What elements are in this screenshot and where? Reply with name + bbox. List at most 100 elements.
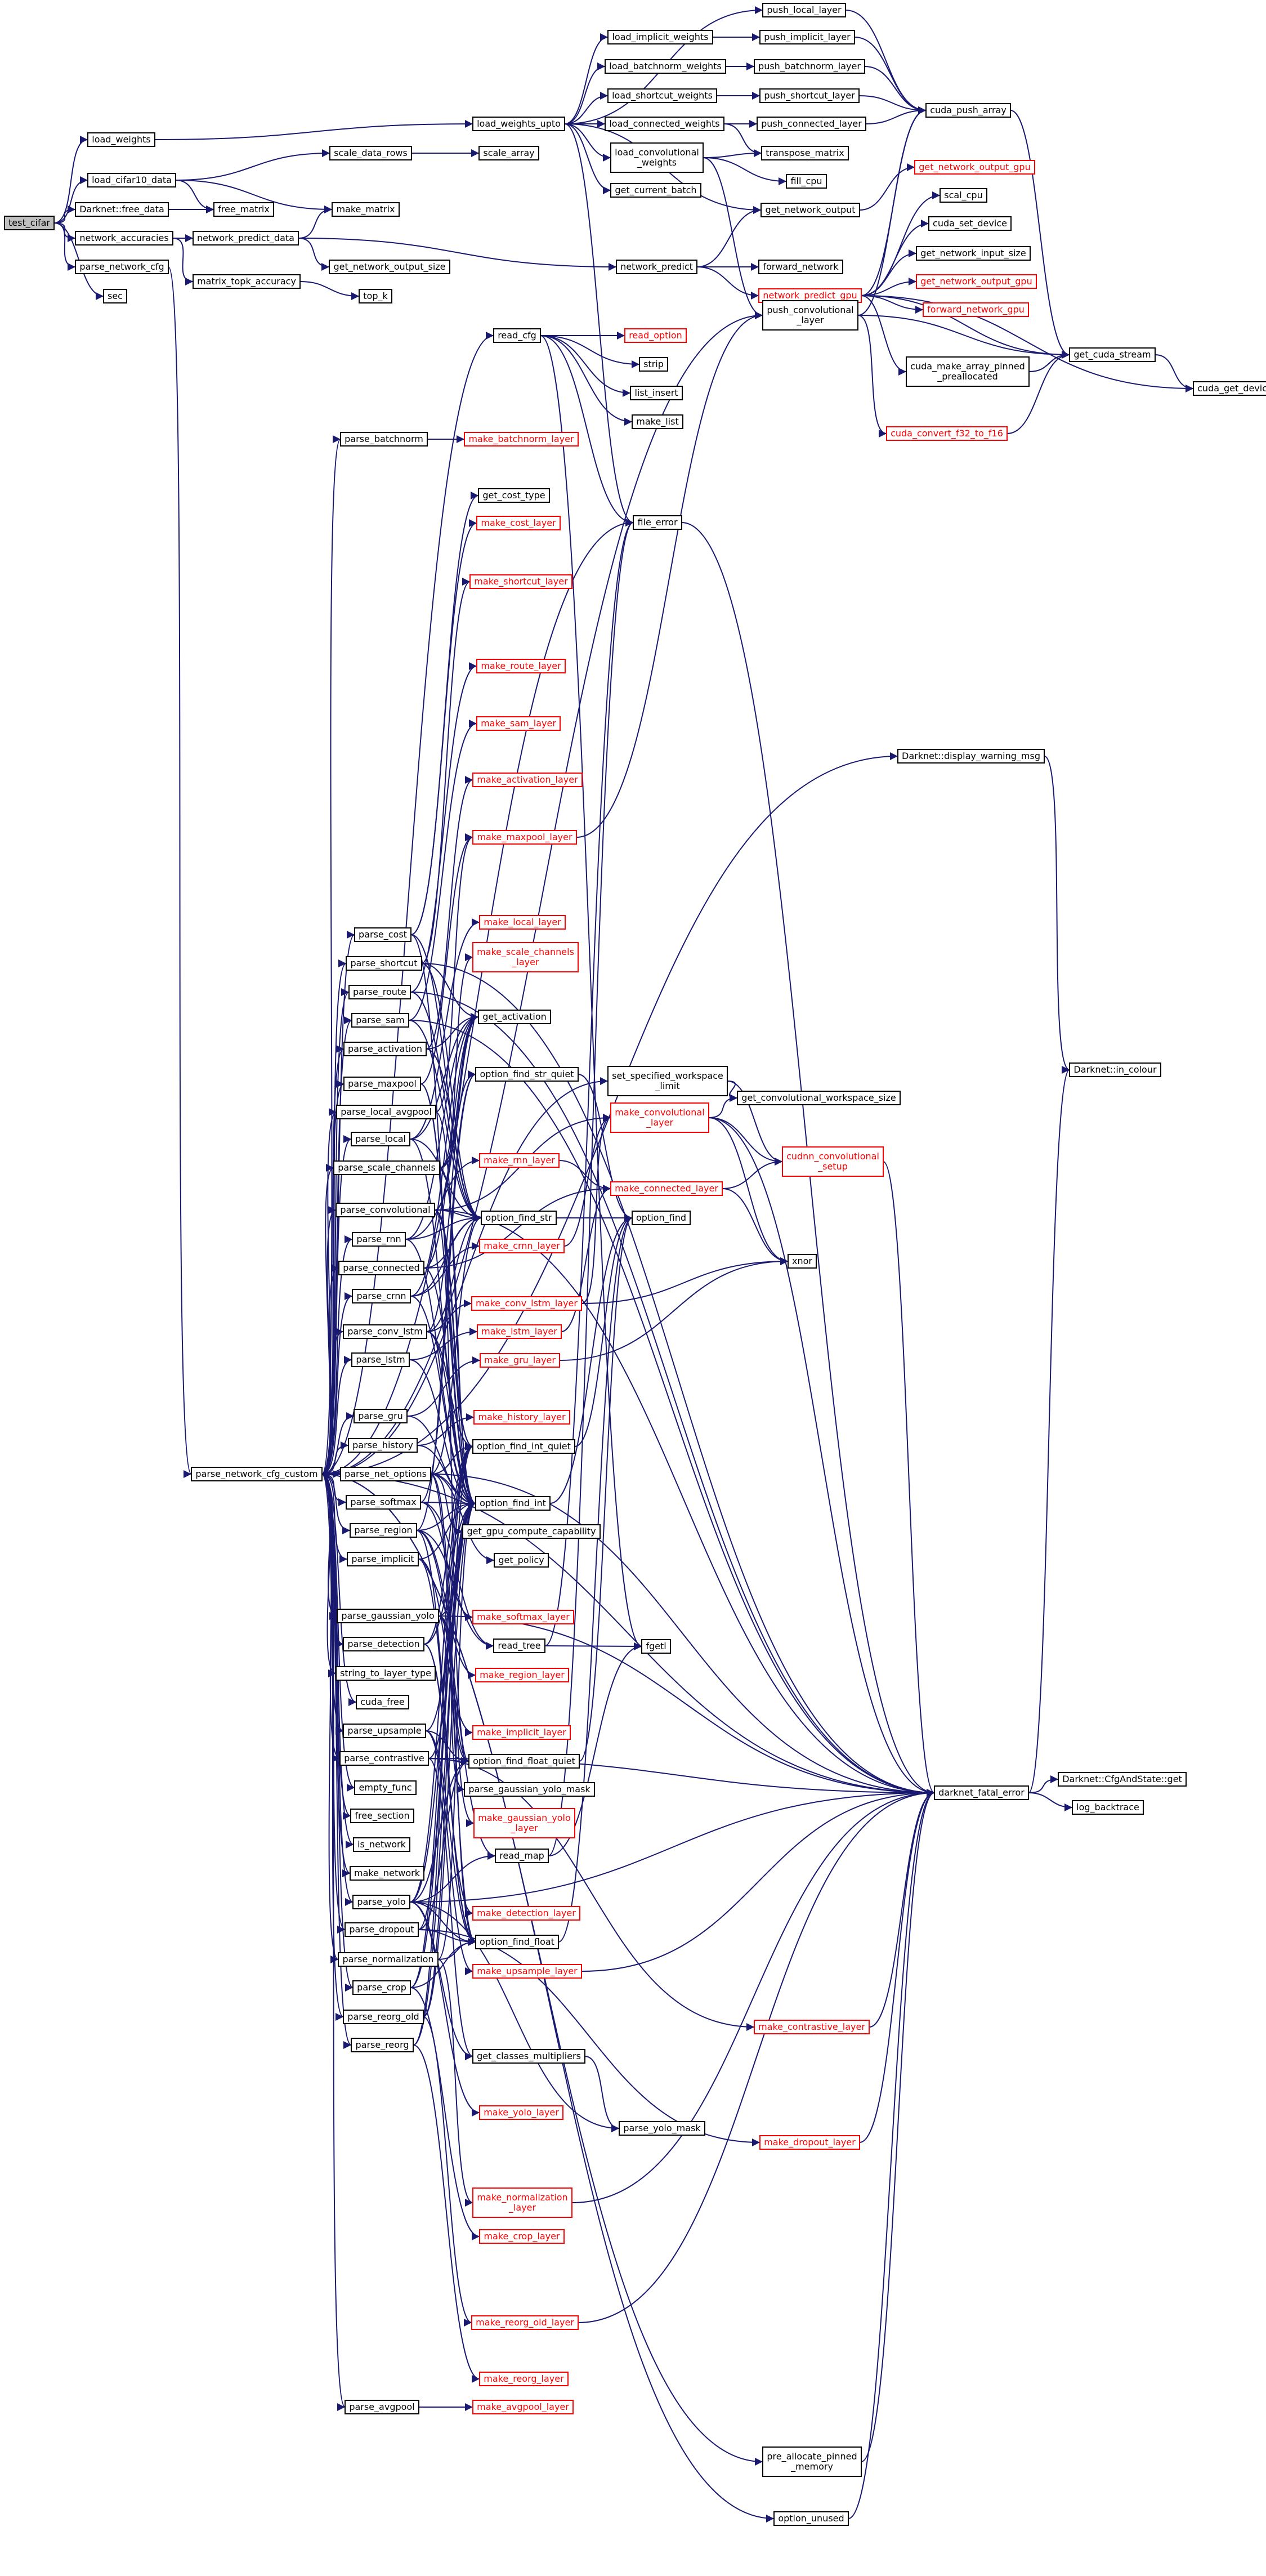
node-scale-data-rows[interactable]: scale_data_rows xyxy=(329,146,412,160)
node-make-detection-layer[interactable]: make_detection_layer xyxy=(472,1906,580,1921)
node-push-batchnorm-layer[interactable]: push_batchnorm_layer xyxy=(754,59,865,74)
node-darknet-free-data[interactable]: Darknet::free_data xyxy=(75,202,169,217)
node-parse-softmax[interactable]: parse_softmax xyxy=(346,1495,421,1510)
node-get-network-output-size[interactable]: get_network_output_size xyxy=(329,260,450,274)
node-darknet-cfgandstate-get[interactable]: Darknet::CfgAndState::get xyxy=(1058,1772,1187,1787)
node-load-weights[interactable]: load_weights xyxy=(87,132,155,147)
node-push-implicit-layer[interactable]: push_implicit_layer xyxy=(759,30,855,44)
node-cuda-free[interactable]: cuda_free xyxy=(356,1695,409,1709)
node-get-network-input-size[interactable]: get_network_input_size xyxy=(916,246,1031,261)
node-cuda-push-array[interactable]: cuda_push_array xyxy=(925,103,1011,118)
node-get-classes-multipliers[interactable]: get_classes_multipliers xyxy=(472,2049,585,2064)
node-option-find[interactable]: option_find xyxy=(632,1211,691,1225)
node-push-connected-layer[interactable]: push_connected_layer xyxy=(757,117,866,131)
node-parse-conv-lstm[interactable]: parse_conv_lstm xyxy=(343,1324,427,1339)
node-make-yolo-layer[interactable]: make_yolo_layer xyxy=(479,2105,563,2120)
node-parse-reorg-old[interactable]: parse_reorg_old xyxy=(343,2010,424,2024)
node-transpose-matrix[interactable]: transpose_matrix xyxy=(761,146,849,160)
node-parse-gaussian-yolo[interactable]: parse_gaussian_yolo xyxy=(337,1609,439,1623)
node-free-section[interactable]: free_section xyxy=(350,1809,414,1823)
node-cudnn-convolutional-setup[interactable]: cudnn_convolutional_setup xyxy=(782,1146,884,1177)
node-make-upsample-layer[interactable]: make_upsample_layer xyxy=(472,1964,582,1979)
node-fgetl[interactable]: fgetl xyxy=(641,1639,671,1654)
node-load-convolutional-weights[interactable]: load_convolutional_weights xyxy=(610,142,704,173)
node-load-batchnorm-weights[interactable]: load_batchnorm_weights xyxy=(605,59,726,74)
node-parse-cost[interactable]: parse_cost xyxy=(354,927,411,942)
node-parse-normalization[interactable]: parse_normalization xyxy=(338,1952,439,1967)
node-sec[interactable]: sec xyxy=(103,289,127,303)
node-cuda-get-device[interactable]: cuda_get_device xyxy=(1193,381,1266,396)
node-get-network-output-gpu[interactable]: get_network_output_gpu xyxy=(916,274,1037,289)
node-scale-array[interactable]: scale_array xyxy=(478,146,539,160)
node-get-cost-type[interactable]: get_cost_type xyxy=(478,488,550,503)
node-make-local-layer[interactable]: make_local_layer xyxy=(479,915,566,930)
node-make-route-layer[interactable]: make_route_layer xyxy=(476,659,566,673)
node-log-backtrace[interactable]: log_backtrace xyxy=(1072,1800,1144,1815)
node-fill-cpu[interactable]: fill_cpu xyxy=(786,174,827,189)
node-parse-implicit[interactable]: parse_implicit xyxy=(347,1552,419,1566)
node-strip[interactable]: strip xyxy=(639,357,668,372)
node-parse-crnn[interactable]: parse_crnn xyxy=(352,1289,411,1303)
node-is-network[interactable]: is_network xyxy=(353,1837,410,1852)
node-file-error[interactable]: file_error xyxy=(633,515,682,530)
node-get-activation[interactable]: get_activation xyxy=(478,1010,551,1024)
node-read-map[interactable]: read_map xyxy=(495,1849,549,1863)
node-parse-local-avgpool[interactable]: parse_local_avgpool xyxy=(336,1105,436,1119)
node-make-maxpool-layer[interactable]: make_maxpool_layer xyxy=(472,830,577,845)
node-option-find-str[interactable]: option_find_str xyxy=(481,1211,557,1225)
node-xnor[interactable]: xnor xyxy=(788,1254,817,1269)
node-parse-gru[interactable]: parse_gru xyxy=(354,1409,408,1423)
node-parse-region[interactable]: parse_region xyxy=(350,1523,417,1538)
node-load-weights-upto[interactable]: load_weights_upto xyxy=(472,117,565,131)
node-parse-upsample[interactable]: parse_upsample xyxy=(343,1724,426,1738)
node-make-crop-layer[interactable]: make_crop_layer xyxy=(479,2229,565,2244)
node-parse-rnn[interactable]: parse_rnn xyxy=(352,1232,406,1247)
node-make-history-layer[interactable]: make_history_layer xyxy=(473,1410,570,1425)
node-free-matrix[interactable]: free_matrix xyxy=(213,202,274,217)
node-parse-net-options[interactable]: parse_net_options xyxy=(340,1467,431,1481)
node-darknet-in-colour[interactable]: Darknet::in_colour xyxy=(1069,1062,1161,1077)
node-make-softmax-layer[interactable]: make_softmax_layer xyxy=(472,1610,574,1624)
node-make-region-layer[interactable]: make_region_layer xyxy=(475,1668,569,1682)
node-get-current-batch[interactable]: get_current_batch xyxy=(610,183,701,198)
node-top-k[interactable]: top_k xyxy=(359,289,392,303)
node-parse-gaussian-yolo-mask[interactable]: parse_gaussian_yolo_mask xyxy=(464,1782,595,1797)
node-forward-network[interactable]: forward_network xyxy=(758,260,843,274)
node-forward-network-gpu[interactable]: forward_network_gpu xyxy=(923,302,1029,317)
node-string-to-layer-type[interactable]: string_to_layer_type xyxy=(335,1666,436,1681)
node-darknet-display-warning-msg[interactable]: Darknet::display_warning_msg xyxy=(897,749,1045,764)
node-cuda-convert-f32-to-f16[interactable]: cuda_convert_f32_to_f16 xyxy=(886,426,1008,441)
node-parse-scale-channels[interactable]: parse_scale_channels xyxy=(333,1160,440,1175)
node-parse-yolo[interactable]: parse_yolo xyxy=(352,1895,410,1909)
node-get-gpu-compute-capability[interactable]: get_gpu_compute_capability xyxy=(462,1524,601,1539)
node-parse-route[interactable]: parse_route xyxy=(348,985,411,999)
node-make-lstm-layer[interactable]: make_lstm_layer xyxy=(477,1324,562,1339)
node-darknet-fatal-error[interactable]: darknet_fatal_error xyxy=(934,1785,1029,1800)
node-option-find-str-quiet[interactable]: option_find_str_quiet xyxy=(475,1067,579,1082)
node-parse-network-cfg-custom[interactable]: parse_network_cfg_custom xyxy=(191,1467,323,1481)
node-make-conv-lstm-layer[interactable]: make_conv_lstm_layer xyxy=(471,1296,582,1311)
node-make-dropout-layer[interactable]: make_dropout_layer xyxy=(759,2135,860,2150)
node-parse-lstm[interactable]: parse_lstm xyxy=(351,1352,410,1367)
node-parse-dropout[interactable]: parse_dropout xyxy=(345,1922,419,1937)
node-parse-avgpool[interactable]: parse_avgpool xyxy=(345,2400,419,2414)
node-network-predict[interactable]: network_predict xyxy=(616,260,697,274)
node-make-connected-layer[interactable]: make_connected_layer xyxy=(610,1181,723,1196)
node-make-gru-layer[interactable]: make_gru_layer xyxy=(480,1353,560,1368)
node-make-list[interactable]: make_list xyxy=(632,414,683,429)
node-option-find-int[interactable]: option_find_int xyxy=(475,1496,551,1511)
node-load-connected-weights[interactable]: load_connected_weights xyxy=(605,117,724,131)
node-parse-connected[interactable]: parse_connected xyxy=(338,1261,424,1275)
node-read-cfg[interactable]: read_cfg xyxy=(493,328,541,343)
node-get-convolutional-workspace-size[interactable]: get_convolutional_workspace_size xyxy=(737,1091,901,1105)
node-make-implicit-layer[interactable]: make_implicit_layer xyxy=(472,1725,571,1740)
node-make-shortcut-layer[interactable]: make_shortcut_layer xyxy=(469,574,572,589)
node-set-specified-workspace-limit[interactable]: set_specified_workspace_limit xyxy=(607,1066,728,1096)
node-make-cost-layer[interactable]: make_cost_layer xyxy=(476,516,561,530)
node-make-sam-layer[interactable]: make_sam_layer xyxy=(476,716,561,731)
node-make-scale-channels-layer[interactable]: make_scale_channels_layer xyxy=(472,942,579,972)
node-parse-crop[interactable]: parse_crop xyxy=(352,1980,411,1995)
node-make-reorg-layer[interactable]: make_reorg_layer xyxy=(479,2372,569,2386)
node-make-reorg-old-layer[interactable]: make_reorg_old_layer xyxy=(471,2315,579,2330)
node-parse-batchnorm[interactable]: parse_batchnorm xyxy=(340,432,428,447)
